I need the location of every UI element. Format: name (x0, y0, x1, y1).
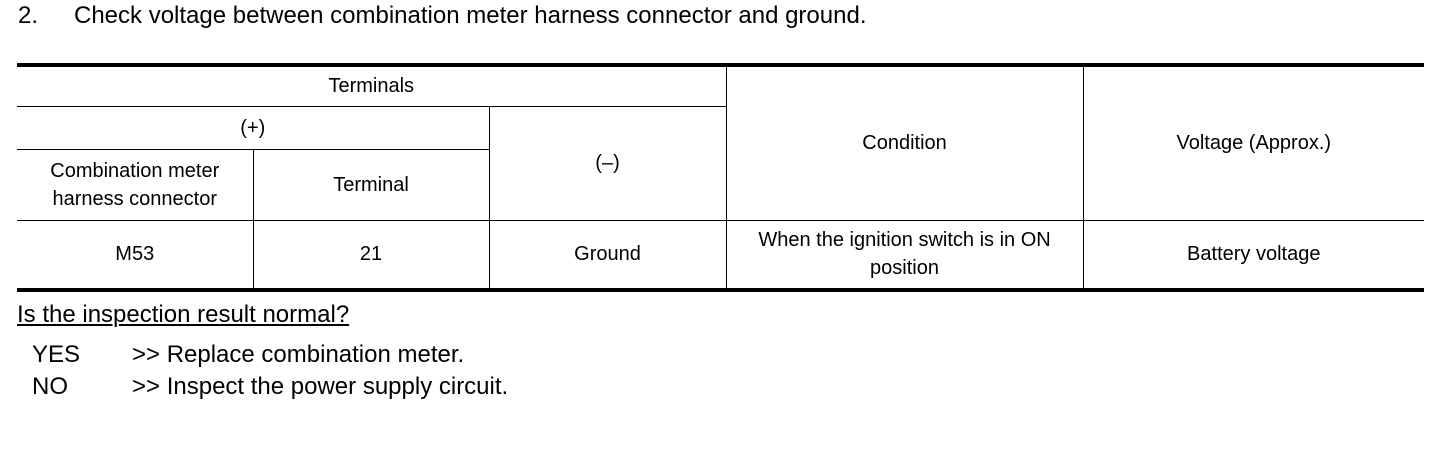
cell-terminal: 21 (252, 219, 490, 292)
answer-text: >> Inspect the power supply circuit. (132, 373, 509, 400)
table-row: M53 21 Ground When the ignition switch i… (17, 219, 1425, 292)
cell-connector: M53 (17, 219, 254, 292)
inspection-question: Is the inspection result normal? (17, 301, 350, 328)
header-connector: Combination meter harness connector (17, 148, 254, 221)
table-header-row: (+) (–) (17, 105, 1424, 221)
header-terminals: Terminals (17, 63, 727, 107)
header-terminal: Terminal (252, 148, 489, 221)
header-condition: Condition (725, 63, 1084, 221)
answer-no: NO >> Inspect the power supply circuit. (32, 372, 508, 402)
step-heading: 2. Check voltage between combination mete… (18, 1, 866, 31)
cell-minus: Ground (488, 219, 727, 292)
header-voltage: Voltage (Approx.) (1082, 63, 1425, 221)
table-header-row: Terminals Condition Voltage (Approx.) (17, 63, 1425, 221)
step-text: Check voltage between combination meter … (74, 2, 867, 29)
voltage-spec-table: Terminals Condition Voltage (Approx.) (+… (17, 63, 1425, 292)
answer-text: >> Replace combination meter. (132, 341, 465, 368)
step-number: 2. (18, 2, 39, 29)
answer-yes: YES >> Replace combination meter. (32, 340, 464, 370)
cell-voltage: Battery voltage (1082, 219, 1425, 292)
answer-key: YES (32, 341, 81, 368)
header-plus: (+) (17, 105, 490, 150)
answer-key: NO (32, 373, 68, 400)
cell-condition: When the ignition switch is in ON positi… (725, 219, 1084, 292)
header-minus: (–) (488, 105, 727, 221)
table-header-row: Combination meter harness connector Term… (17, 148, 1424, 221)
